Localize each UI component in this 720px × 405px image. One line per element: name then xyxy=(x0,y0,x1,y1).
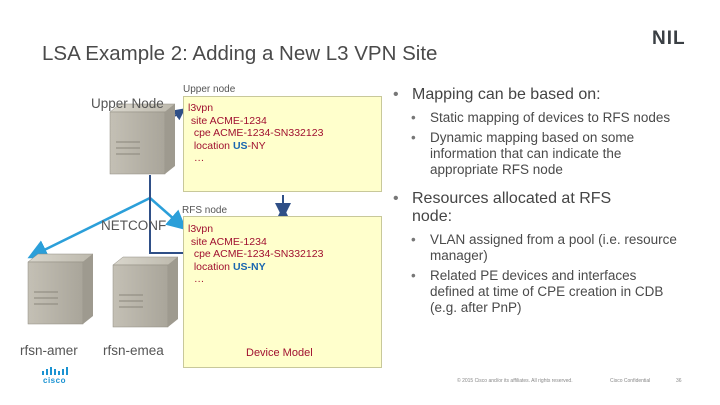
config-line: cpe ACME-1234-SN332123 xyxy=(188,248,324,260)
rfs-node-config-note: l3vpn site ACME-1234 cpe ACME-1234-SN332… xyxy=(183,216,382,368)
rfsn-amer-server-icon xyxy=(27,253,94,325)
footer-copyright: © 2015 Cisco and/or its affiliates. All … xyxy=(457,378,573,384)
bullet-dot-icon: • xyxy=(393,86,399,103)
config-line: location xyxy=(188,260,233,273)
rfsn-emea-label: rfsn-emea xyxy=(103,343,164,358)
bullet-level1: • Resources allocated at RFS node: xyxy=(393,190,632,226)
bullet-level2: • VLAN assigned from a pool (i.e. resourc… xyxy=(393,232,680,264)
bullet-dot-icon: • xyxy=(411,110,416,125)
location-highlight: US-NY xyxy=(232,260,266,273)
upper-node-label: Upper Node xyxy=(91,96,164,111)
arrow-to-rfsn-amer xyxy=(27,196,151,259)
upper-node-server-icon xyxy=(109,103,176,175)
cisco-logo-bars xyxy=(42,367,68,375)
bullet-text: Mapping can be based on: xyxy=(412,86,601,103)
rfs-note-body: l3vpn site ACME-1234 cpe ACME-1234-SN332… xyxy=(188,223,323,286)
bullet-level1: • Mapping can be based on: xyxy=(393,86,705,104)
upper-note-pointer xyxy=(172,108,186,121)
footer-confidential: Cisco Confidential xyxy=(610,378,651,384)
config-line: cpe ACME-1234-SN332123 xyxy=(188,127,324,139)
config-line: l3vpn xyxy=(188,102,214,114)
cisco-logo: cisco xyxy=(43,376,66,385)
bullet-level2: • Dynamic mapping based on some informati… xyxy=(393,130,680,178)
config-line: site ACME-1234 xyxy=(188,235,267,248)
rfsn-emea-server-icon xyxy=(112,256,179,328)
bullet-level2: • Related PE devices and interfaces defin… xyxy=(393,268,680,316)
bullet-text: Related PE devices and interfaces define… xyxy=(430,268,664,315)
config-line: site ACME-1234 xyxy=(188,114,267,127)
bullet-text: Resources allocated at RFS node: xyxy=(412,190,612,225)
bullet-text: Dynamic mapping based on some informatio… xyxy=(430,130,635,177)
config-line: l3vpn xyxy=(188,223,214,235)
upper-node-config-note: l3vpn site ACME-1234 cpe ACME-1234-SN332… xyxy=(183,96,382,192)
device-model-label: Device Model xyxy=(246,347,313,359)
bullet-dot-icon: • xyxy=(411,232,416,247)
slide-title: LSA Example 2: Adding a New L3 VPN Site xyxy=(42,42,438,65)
config-line: … xyxy=(188,152,205,164)
bullet-text: VLAN assigned from a pool (i.e. resource… xyxy=(430,232,677,263)
bullet-dot-icon: • xyxy=(411,130,416,145)
bullet-dot-icon: • xyxy=(393,190,399,207)
netconf-label: NETCONF xyxy=(101,218,167,233)
bullet-level2: • Static mapping of devices to RFS nodes xyxy=(393,110,680,126)
arrow-to-rfs-note xyxy=(149,197,187,231)
config-line: location xyxy=(188,139,233,152)
config-line: … xyxy=(188,273,205,285)
bullet-list: • Mapping can be based on: • Static mappin… xyxy=(393,86,705,316)
rfsn-amer-label: rfsn-amer xyxy=(20,343,78,358)
location-highlight: US xyxy=(232,139,248,152)
rfs-note-header: RFS node xyxy=(182,205,228,216)
page-number: 36 xyxy=(676,378,682,384)
bullet-dot-icon: • xyxy=(411,268,416,283)
upper-note-header: Upper node xyxy=(183,84,236,95)
location-suffix: -NY xyxy=(247,139,266,152)
bullet-text: Static mapping of devices to RFS nodes xyxy=(430,110,671,125)
upper-note-body: l3vpn site ACME-1234 cpe ACME-1234-SN332… xyxy=(188,102,323,165)
nil-logo: NIL xyxy=(652,28,686,49)
